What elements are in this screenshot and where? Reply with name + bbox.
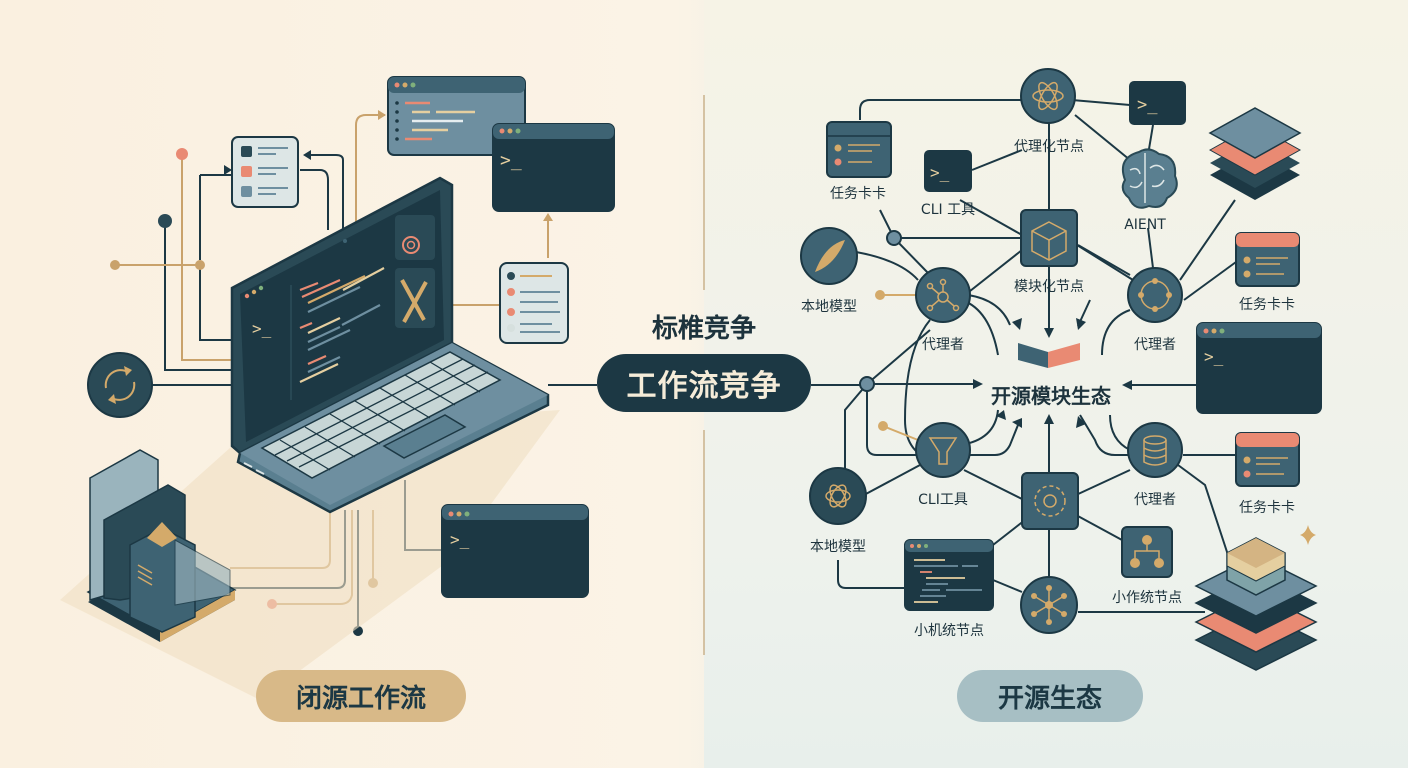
node-label-cli-bottom: CLI工具 [918,492,968,508]
atom-icon [1020,68,1076,124]
node-label-aient: AIENT [1124,217,1166,233]
terminal-icon: >_ [1129,81,1186,125]
node-label-cli-top: CLI 工具 [920,202,976,218]
bottom-terminal-icon: >_ [441,504,589,598]
node-label-small-machine: 小机统节点 [914,623,984,639]
terminal-window-icon: >_ [492,123,615,212]
server-stack-icon [86,449,237,642]
local-model-leaf-icon [800,227,858,285]
node-label-local-model: 本地模型 [801,299,857,315]
terminal-window-icon: >_ [1196,322,1322,414]
code-window-icon [387,76,526,156]
refresh-icon [87,352,153,418]
svg-text:>_: >_ [1204,347,1224,366]
task-card-icon [1235,232,1300,287]
network-node-icon [915,267,971,323]
svg-text:>_: >_ [252,319,272,338]
svg-text:>_: >_ [930,163,950,182]
node-label-agent-left: 代理者 [922,337,964,353]
closed-workflow-label: 闭源工作流 [256,670,466,722]
node-label-agent-right: 代理者 [1134,337,1176,353]
layers-stack-icon [1208,107,1302,200]
node-label-task-card-bottom: 任务卡卡 [1239,500,1295,516]
funnel-icon [915,422,971,478]
code-window-icon [904,539,994,611]
sparkle-icon [1300,525,1316,545]
brain-icon [1121,148,1178,209]
node-label-agent-bottom-right: 代理者 [1134,492,1176,508]
ring-node-icon [1127,267,1183,323]
node-label-modular: 模块化节点 [1014,279,1084,295]
box-layers-icon [1194,537,1318,671]
cli-terminal-icon: >_ [924,150,972,192]
hierarchy-icon [1121,526,1173,578]
task-card-icon [1235,432,1300,487]
svg-text:>_: >_ [450,530,470,549]
database-icon [1127,422,1183,478]
task-card-icon [826,121,892,178]
laptop-icon: >_ [230,176,550,514]
hub-network-icon [1020,576,1078,634]
open-ecosystem-label: 开源生态 [957,670,1143,722]
checklist-card-icon [499,262,569,344]
node-label-small-workflow: 小作统节点 [1112,590,1182,606]
svg-text:>_: >_ [500,150,522,171]
open-book-icon [1018,343,1080,368]
openai-knot-icon [809,467,867,525]
task-list-card-icon [231,136,299,208]
node-label-task-card: 任务卡卡 [830,186,886,202]
gear-icon [1021,472,1079,530]
workflow-competition-pill: 工作流竞争 [597,354,811,412]
standard-competition-title: 标椎竞争 [651,314,757,344]
closed-workflow-illustration: >_ >_ [60,76,615,700]
svg-text:>_: >_ [1137,95,1158,115]
node-label-local-model-bottom: 本地模型 [810,539,866,555]
open-module-ecosystem-hub: 开源模块生态 [991,384,1111,408]
node-label-task-card-right: 任务卡卡 [1239,297,1295,313]
cube-icon [1020,209,1078,267]
node-label-agentic: 代理化节点 [1014,139,1084,155]
